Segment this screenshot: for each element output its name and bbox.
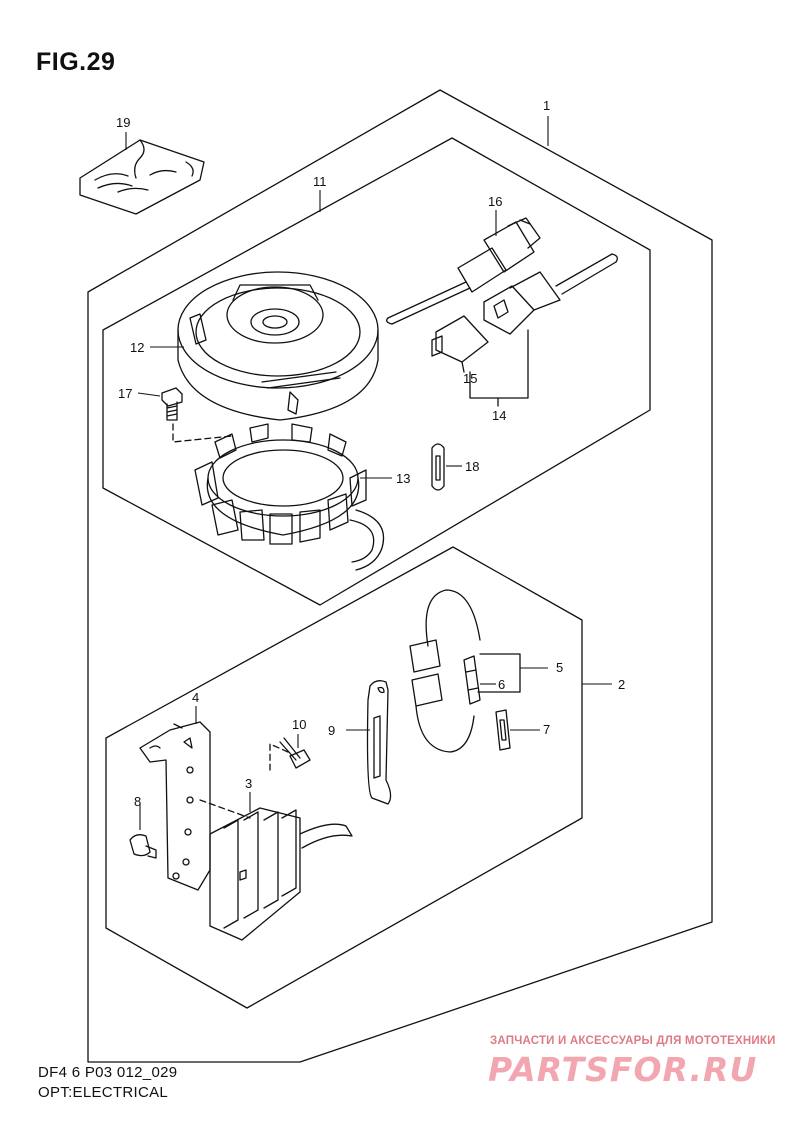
callout-11: 11: [313, 174, 327, 189]
callout-13: 13: [396, 471, 410, 486]
watermark-brand: PARTSFOR.RU: [488, 1050, 758, 1089]
clip-7: [495, 709, 511, 751]
callout-19: 19: [116, 115, 130, 130]
kit-outline-2: [105, 546, 583, 1009]
callout-4: 4: [192, 690, 199, 705]
callout-6: 6: [498, 677, 505, 692]
grommet-8: [129, 834, 157, 859]
mount-bracket-4: [139, 721, 211, 891]
fuse-holder-5: [409, 589, 481, 753]
callout-14: 14: [492, 408, 506, 423]
stator-13: [194, 423, 385, 571]
callout-3: 3: [245, 776, 252, 791]
bolt-17: [161, 387, 183, 421]
connector-16: [386, 217, 541, 325]
kit-outline-11: [102, 137, 651, 606]
callout-7: 7: [543, 722, 550, 737]
callout-8: 8: [134, 794, 141, 809]
callout-2: 2: [618, 677, 625, 692]
decal-bag-19: [79, 139, 205, 215]
callout-17: 17: [118, 386, 132, 401]
plug-assembly-14-15: [431, 253, 618, 373]
bracket-9: [366, 680, 392, 805]
callout-1: 1: [543, 98, 550, 113]
flywheel-rotor-12: [177, 271, 379, 421]
screw-10: [279, 737, 311, 769]
watermark-tagline: ЗАПЧАСТИ И АКСЕССУАРЫ ДЛЯ МОТОТЕХНИКИ: [490, 1035, 776, 1047]
callout-5: 5: [556, 660, 563, 675]
kit-outline-1: [87, 89, 713, 1063]
callout-15: 15: [463, 371, 477, 386]
callout-16: 16: [488, 194, 502, 209]
callout-10: 10: [292, 717, 306, 732]
fuse-6: [463, 655, 481, 705]
figure-code: DF4 6 P03 012_029: [38, 1064, 178, 1081]
clip-18: [431, 443, 445, 491]
callout-18: 18: [465, 459, 479, 474]
figure-title: FIG.29: [36, 48, 116, 76]
callout-12: 12: [130, 340, 144, 355]
figure-caption: OPT:ELECTRICAL: [38, 1084, 169, 1101]
callout-9: 9: [328, 723, 335, 738]
regulator-3: [209, 807, 353, 941]
